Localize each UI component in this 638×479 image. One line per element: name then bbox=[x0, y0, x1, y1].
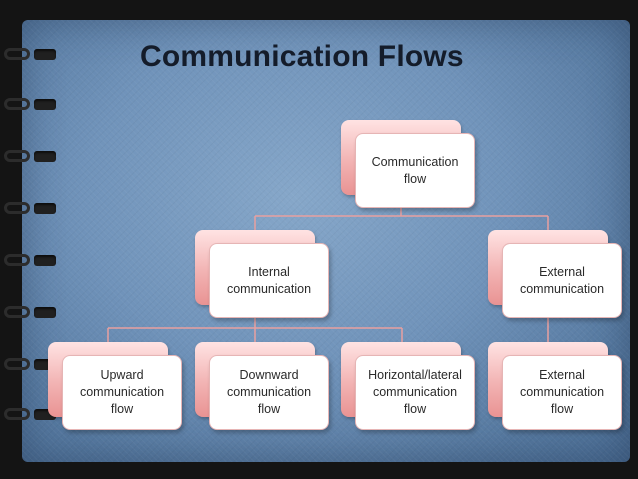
binder-ring bbox=[0, 254, 60, 268]
node-downward-flow: Downward communication flow bbox=[195, 342, 329, 430]
node-communication-flow: Communication flow bbox=[341, 120, 475, 208]
binder-ring bbox=[0, 48, 60, 62]
node-label: External communication bbox=[502, 243, 622, 318]
binder-ring bbox=[0, 98, 60, 112]
node-external-communication: External communication bbox=[488, 230, 622, 318]
binder-ring bbox=[0, 306, 60, 320]
node-label: Downward communication flow bbox=[209, 355, 329, 430]
node-label: Internal communication bbox=[209, 243, 329, 318]
node-label: Communication flow bbox=[355, 133, 475, 208]
node-label: Horizontal/lateral communication flow bbox=[355, 355, 475, 430]
node-external-flow: External communication flow bbox=[488, 342, 622, 430]
slide-title: Communication Flows bbox=[140, 40, 464, 73]
binder-ring bbox=[0, 408, 60, 422]
node-label: Upward communication flow bbox=[62, 355, 182, 430]
node-internal-communication: Internal communication bbox=[195, 230, 329, 318]
node-label: External communication flow bbox=[502, 355, 622, 430]
binder-ring bbox=[0, 150, 60, 164]
binder-ring bbox=[0, 202, 60, 216]
binder-ring bbox=[0, 358, 60, 372]
node-upward-flow: Upward communication flow bbox=[48, 342, 182, 430]
node-horizontal-lateral-flow: Horizontal/lateral communication flow bbox=[341, 342, 475, 430]
